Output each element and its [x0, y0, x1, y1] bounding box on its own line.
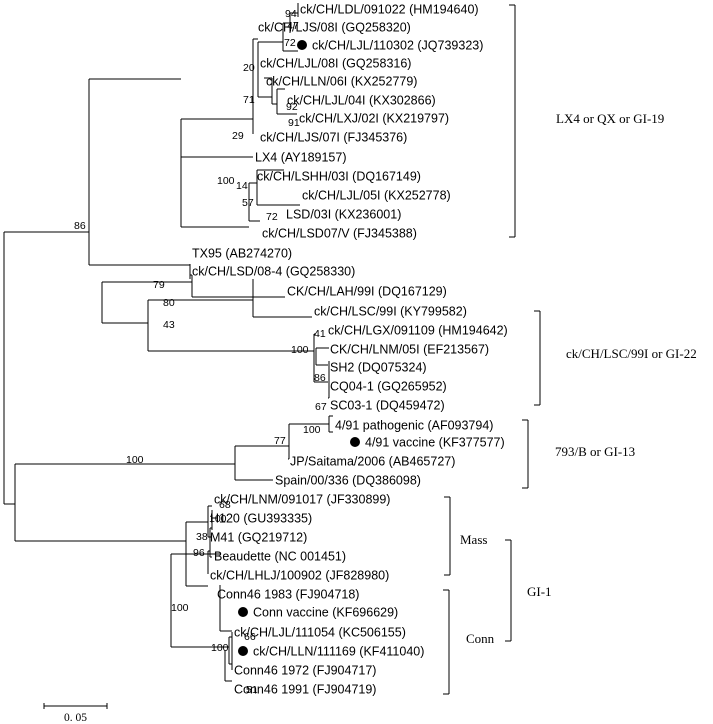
- bootstrap-value: 72: [266, 211, 278, 223]
- taxon-label: ck/CH/LXJ/02I (KX219797): [299, 112, 449, 126]
- scale-bar-label: 0. 05: [64, 712, 87, 724]
- bootstrap-value: 100: [291, 344, 309, 356]
- bootstrap-value: 67: [315, 401, 327, 413]
- taxon-label: ck/CH/LJL/08I (GQ258316): [260, 57, 411, 71]
- taxon-label: 4/91 pathogenic (AF093794): [335, 419, 493, 433]
- bootstrap-value: 43: [163, 319, 175, 331]
- bootstrap-value: 100: [217, 175, 235, 187]
- group-label-gi22: ck/CH/LSC/99I or GI-22: [566, 346, 697, 361]
- bootstrap-value: 20: [243, 62, 255, 74]
- bootstrap-value: 71: [243, 94, 255, 106]
- taxon-label: ck/CH/LSD07/V (FJ345388): [262, 227, 417, 241]
- bootstrap-value: 77: [274, 435, 286, 447]
- bootstrap-value: 66: [244, 631, 256, 643]
- taxon-label: ck/CH/LGX/091109 (HM194642): [328, 324, 508, 338]
- taxon-label: ck/CH/LJL/111054 (KC506155): [234, 626, 406, 640]
- clade-brackets: [443, 4, 541, 695]
- taxon-label: ck/CH/LJL/05I (KX252778): [302, 189, 451, 203]
- taxon-label: CK/CH/LAH/99I (DQ167129): [287, 285, 447, 299]
- bootstrap-value: 96: [193, 547, 205, 559]
- taxon-label: ck/CH/LNM/091017 (JF330899): [214, 493, 390, 507]
- vaccine-marker-icon: [238, 607, 248, 617]
- bootstrap-value: 80: [163, 297, 175, 309]
- taxon-label: LX4 (AY189157): [255, 151, 347, 165]
- bootstrap-value: 100: [126, 454, 144, 466]
- taxon-label: Spain/00/336 (DQ386098): [275, 474, 421, 488]
- taxon-label: SH2 (DQ075324): [330, 361, 427, 375]
- bootstrap-value: 100: [171, 602, 189, 614]
- bootstrap-value: 100: [303, 424, 321, 436]
- tree-branches: [3, 3, 333, 682]
- bootstrap-value: 100: [209, 513, 227, 525]
- group-labels: LX4 or QX or GI-19 ck/CH/LSC/99I or GI-2…: [460, 111, 697, 646]
- taxon-label: Beaudette (NC 001451): [214, 550, 346, 564]
- group-label-conn: Conn: [466, 631, 495, 646]
- taxon-labels: ck/CH/LDL/091022 (HM194640) ck/CH/LJS/08I…: [192, 3, 508, 697]
- bootstrap-value: 86: [74, 220, 86, 232]
- bootstrap-value: 14: [236, 180, 248, 192]
- bootstrap-value: 57: [242, 197, 254, 209]
- vaccine-marker-icon: [297, 40, 307, 50]
- taxon-label: H120 (GU393335): [210, 512, 312, 526]
- group-label-mass: Mass: [460, 532, 487, 547]
- taxon-label: TX95 (AB274270): [192, 247, 292, 261]
- taxon-label: ck/CH/LLN/06I (KX252779): [266, 75, 417, 89]
- scale-bar: 0. 05: [43, 703, 108, 724]
- bootstrap-value: 91: [288, 117, 300, 129]
- taxon-label: ck/CH/LJL/04I (KX302866): [287, 94, 436, 108]
- taxon-label: SC03-1 (DQ459472): [330, 399, 445, 413]
- bootstrap-value: 72: [284, 37, 296, 49]
- taxon-label: ck/CH/LSHH/03I (DQ167149): [257, 170, 421, 184]
- taxon-label: Conn vaccine (KF696629): [253, 606, 398, 620]
- taxon-label: ck/CH/LDL/091022 (HM194640): [300, 3, 479, 17]
- bootstrap-value: 79: [153, 279, 165, 291]
- bootstrap-value: 92: [286, 101, 298, 113]
- taxon-label: ck/CH/LSC/99I (KY799582): [314, 305, 467, 319]
- bootstrap-value: 86: [314, 372, 326, 384]
- taxon-label: ck/CH/LJS/08I (GQ258320): [258, 21, 411, 35]
- taxon-label: ck/CH/LLN/111169 (KF411040): [253, 645, 424, 659]
- taxon-label: LSD/03I (KX236001): [286, 208, 401, 222]
- taxon-label: JP/Saitama/2006 (AB465727): [290, 455, 455, 469]
- bootstrap-value: 38: [196, 531, 208, 543]
- vaccine-markers: [238, 40, 360, 656]
- bootstrap-value: 29: [232, 130, 244, 142]
- taxon-label: ck/CH/LJL/110302 (JQ739323): [312, 39, 483, 53]
- taxon-label: Conn46 1983 (FJ904718): [217, 588, 359, 602]
- taxon-label: Conn46 1972 (FJ904717): [234, 664, 376, 678]
- group-label-gi1: GI-1: [527, 584, 552, 599]
- bootstrap-value: 94: [285, 8, 297, 20]
- vaccine-marker-icon: [238, 646, 248, 656]
- bootstrap-value: 68: [219, 499, 231, 511]
- taxon-label: Conn46 1991 (FJ904719): [234, 683, 376, 697]
- group-label-gi13: 793/B or GI-13: [555, 444, 635, 459]
- vaccine-marker-icon: [350, 437, 360, 447]
- taxon-label: 4/91 vaccine (KF377577): [365, 436, 505, 450]
- taxon-label: M41 (GQ219712): [210, 531, 307, 545]
- taxon-label: CK/CH/LNM/05I (EF213567): [330, 343, 489, 357]
- taxon-label: CQ04-1 (GQ265952): [330, 380, 447, 394]
- taxon-label: ck/CH/LJS/07I (FJ345376): [260, 131, 407, 145]
- bootstrap-value: 51: [246, 684, 258, 696]
- taxon-label: ck/CH/LHLJ/100902 (JF828980): [210, 569, 389, 583]
- taxon-label: ck/CH/LSD/08-4 (GQ258330): [192, 265, 355, 279]
- bootstrap-value: 47: [287, 20, 299, 32]
- bootstrap-value: 41: [314, 328, 326, 340]
- bootstrap-value: 100: [211, 642, 229, 654]
- group-label-lx4: LX4 or QX or GI-19: [556, 111, 664, 126]
